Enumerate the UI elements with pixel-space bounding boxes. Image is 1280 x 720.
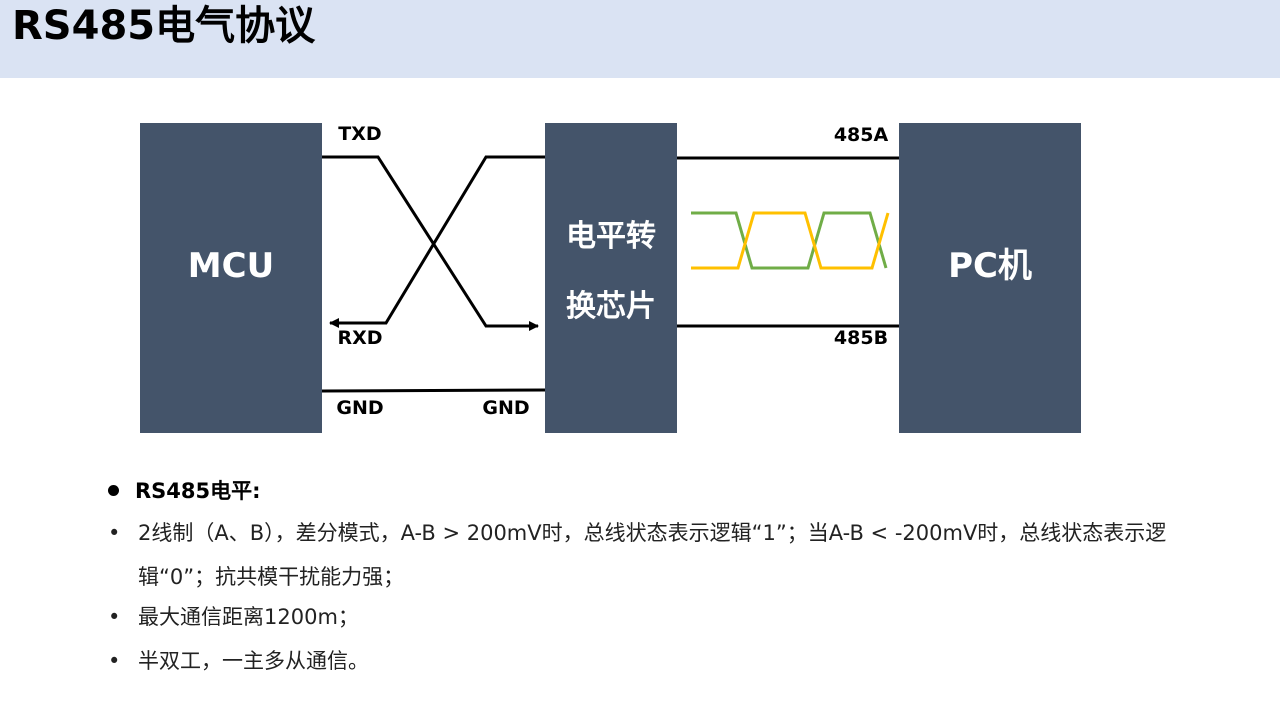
chip-label-line1: 电平转 [566,219,656,254]
485a-label: 485A [834,124,889,146]
485b-label: 485B [834,327,888,349]
gnd-wire [321,388,546,393]
chip-label-line2: 换芯片 [566,289,656,324]
pc-block [899,123,1081,433]
txd-wire [322,155,539,331]
page-title: RS485电气协议 [12,3,316,49]
waveform-green [691,211,888,270]
rxd-wire [329,155,545,328]
pc-label: PC机 [948,246,1032,286]
gnd-left-label: GND [336,397,383,419]
waveform-yellow [691,211,890,270]
header-bar: RS485电气协议 [0,0,1280,78]
level-shifter-block [545,123,677,433]
rxd-label: RXD [337,327,382,349]
mcu-label: MCU [188,246,274,286]
gnd-right-label: GND [482,397,529,419]
txd-label: TXD [338,123,381,145]
mcu-block [140,123,322,433]
